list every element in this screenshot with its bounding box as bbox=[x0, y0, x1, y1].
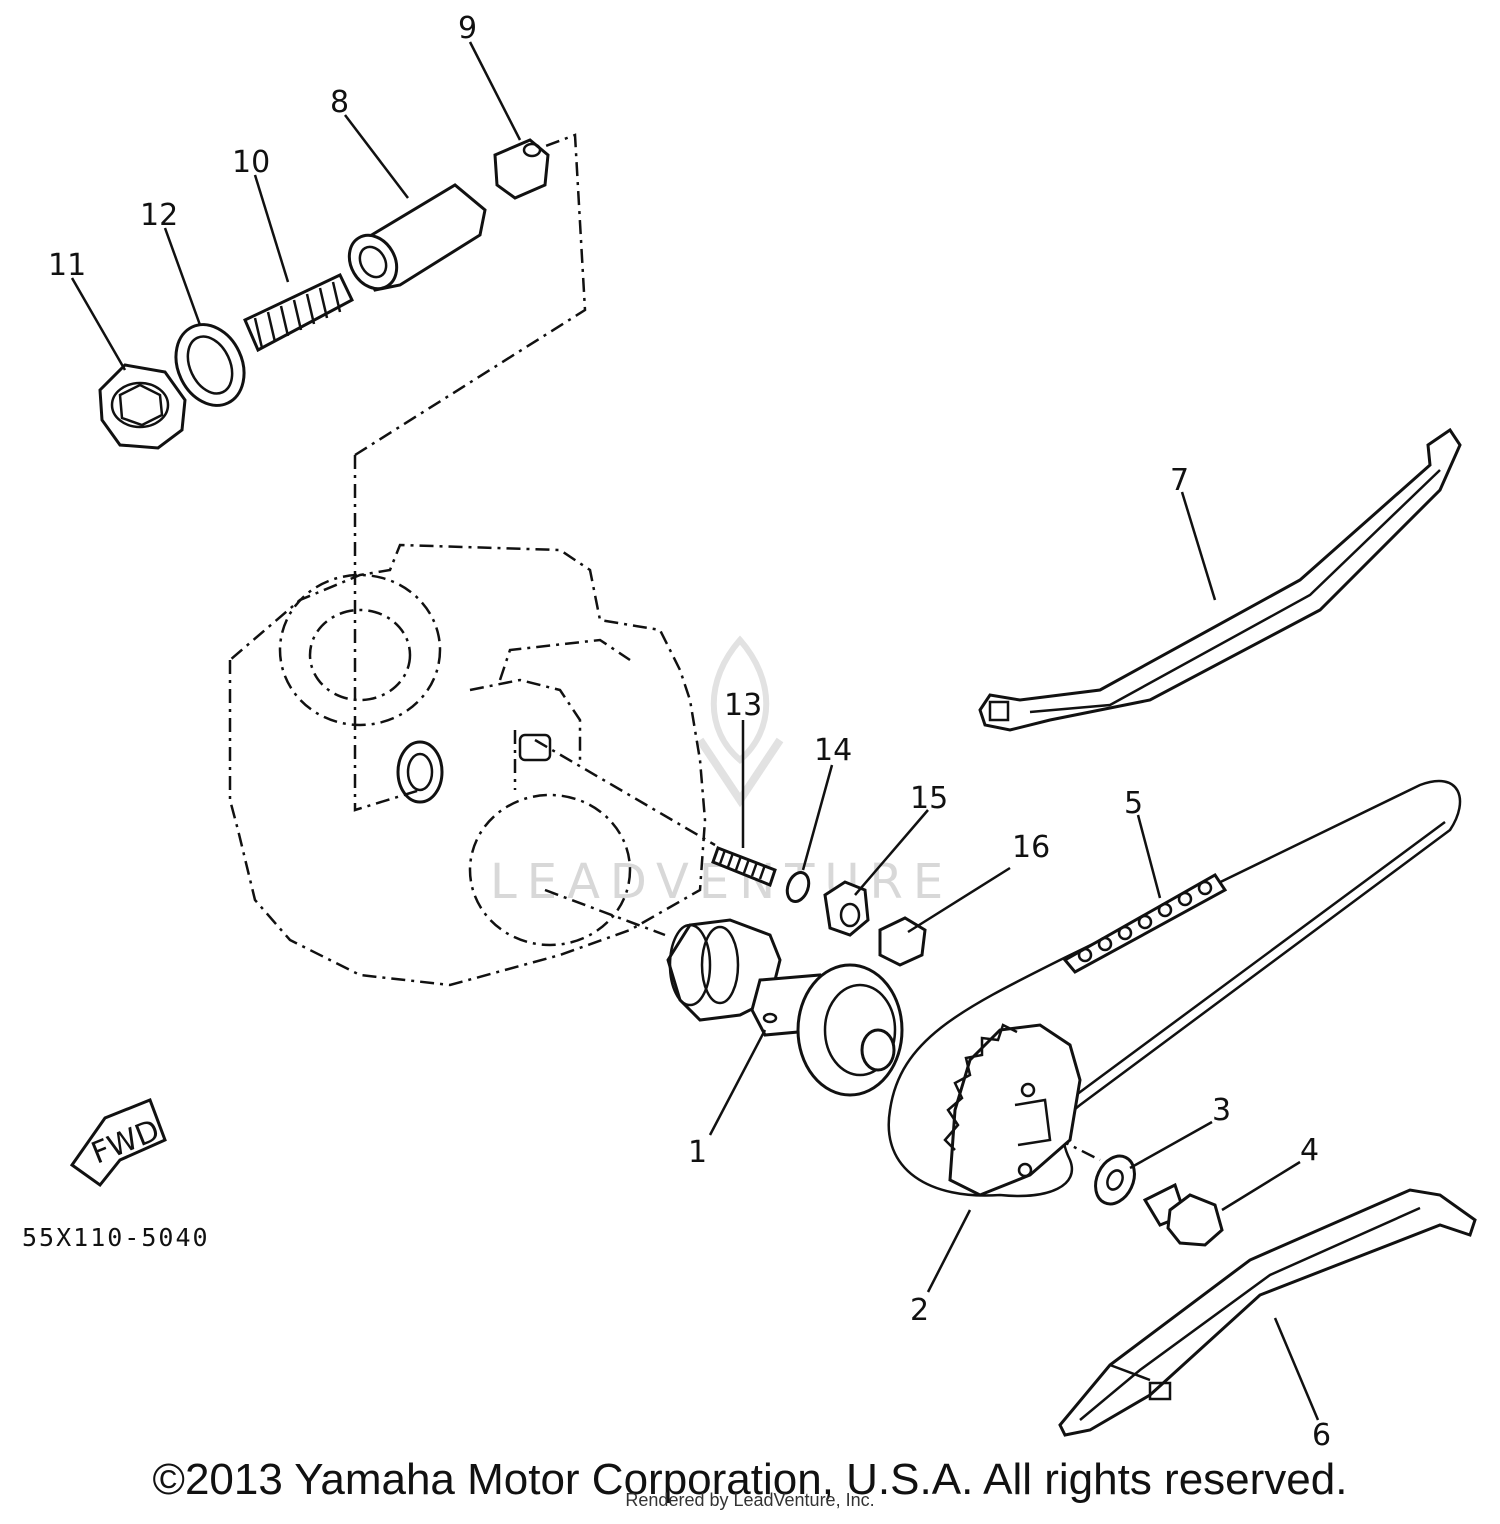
callout-8: 8 bbox=[330, 85, 349, 120]
part-2-cam-sprocket bbox=[943, 1023, 1082, 1197]
callout-9: 9 bbox=[458, 11, 477, 46]
part-3-washer bbox=[1094, 1154, 1136, 1206]
callout-10: 10 bbox=[232, 145, 270, 180]
callout-16: 16 bbox=[1012, 830, 1050, 865]
copyright-notice: ©2013 Yamaha Motor Corporation, U.S.A. A… bbox=[152, 1455, 1348, 1504]
callout-13: 13 bbox=[724, 688, 762, 723]
callout-5: 5 bbox=[1124, 786, 1143, 821]
part-10-compression-spring bbox=[243, 273, 354, 353]
callout-11: 11 bbox=[48, 248, 86, 283]
part-11-tensioner-cap-bolt bbox=[98, 363, 187, 450]
part-1-camshaft bbox=[666, 918, 904, 1097]
callout-leader-lines bbox=[70, 41, 1320, 1421]
callout-12: 12 bbox=[140, 198, 178, 233]
callout-4: 4 bbox=[1300, 1133, 1319, 1168]
part-14-o-ring bbox=[785, 870, 811, 904]
part-4-sprocket-bolt bbox=[1142, 1182, 1224, 1247]
part-6-chain-guide-intake bbox=[1058, 1188, 1477, 1437]
watermark: LEADVENTURE bbox=[490, 635, 943, 910]
part-9-tensioner-cap bbox=[493, 138, 550, 200]
callout-14: 14 bbox=[814, 733, 852, 768]
callout-15: 15 bbox=[910, 781, 948, 816]
part-8-tensioner-rod bbox=[347, 183, 487, 292]
rendered-by-credit: Rendered by LeadVenture, Inc. bbox=[625, 1490, 875, 1510]
callout-7: 7 bbox=[1170, 463, 1189, 498]
watermark-v-icon bbox=[696, 737, 784, 808]
part-13-tensioner-bolt bbox=[711, 846, 777, 887]
watermark-flame-icon bbox=[710, 635, 770, 764]
callout-3: 3 bbox=[1212, 1093, 1231, 1128]
part-5-cam-chain bbox=[887, 779, 1462, 1198]
callout-2: 2 bbox=[910, 1293, 929, 1328]
part-15-locknut bbox=[823, 880, 870, 937]
callout-1: 1 bbox=[688, 1135, 707, 1170]
forward-direction-arrow-icon: FWD bbox=[69, 1098, 167, 1188]
figure-code: 55X110-5040 bbox=[22, 1223, 210, 1252]
cylinder-head-outline bbox=[228, 543, 707, 987]
callout-6: 6 bbox=[1312, 1418, 1331, 1453]
part-7-chain-guide-exhaust bbox=[978, 427, 1462, 732]
part-12-gasket bbox=[174, 323, 246, 407]
callout-labels: 1 2 3 4 5 6 7 8 9 10 12 11 13 14 15 16 bbox=[48, 11, 1331, 1453]
